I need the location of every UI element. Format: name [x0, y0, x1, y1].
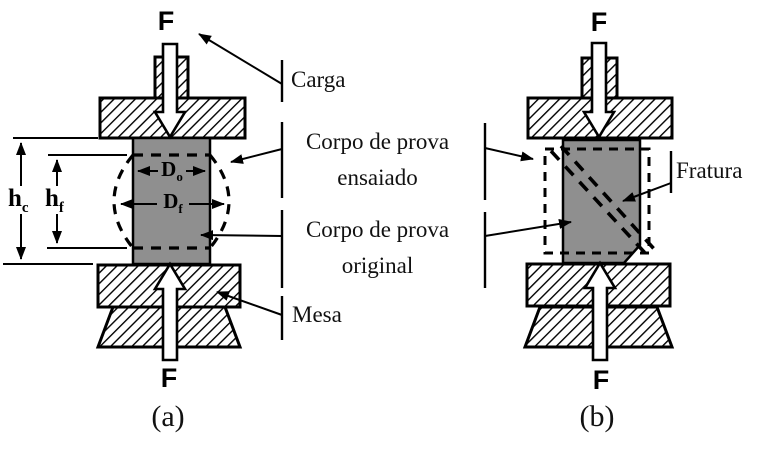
dim-label-do: Do	[161, 157, 183, 185]
label-ticks	[280, 60, 673, 340]
force-label-bottom-a: F	[160, 363, 178, 393]
force-arrow-down-a	[152, 42, 188, 140]
force-arrow-up-b	[582, 260, 618, 362]
fracture-crack	[549, 144, 657, 256]
label-corpo-ensaiado-line1: Corpo de prova	[305, 129, 450, 154]
leader-original-b	[484, 218, 572, 237]
leader-carga	[198, 33, 283, 85]
dim-label-hc: hc	[8, 185, 29, 216]
leader-ensaiado-b	[484, 147, 534, 162]
label-corpo-ensaiado-line2: ensaiado	[337, 165, 418, 190]
force-label-bottom-b: F	[592, 365, 610, 395]
force-label-top-b: F	[590, 7, 608, 37]
force-arrow-down-b	[581, 41, 617, 140]
label-fratura: Fratura	[676, 158, 743, 183]
leader-fratura	[622, 182, 672, 202]
diagram-b	[522, 41, 675, 362]
specimen-outline-dashed-b	[543, 147, 651, 255]
diagram-a	[3, 42, 247, 362]
force-arrow-up-a	[152, 261, 188, 362]
dim-label-hf: hf	[45, 185, 64, 216]
specimen-tested-barrel-a	[112, 153, 231, 250]
label-corpo-original-line1: Corpo de prova	[305, 217, 450, 242]
dim-label-df: Df	[163, 189, 183, 217]
caption-a: (a)	[151, 400, 185, 433]
leader-mesa	[216, 291, 283, 316]
dimension-lines-a	[3, 137, 225, 265]
leader-original-a	[200, 230, 283, 241]
leader-lines	[198, 33, 672, 316]
caption-b: (b)	[579, 400, 615, 433]
label-corpo-original-line2: original	[341, 253, 414, 278]
label-carga: Carga	[291, 67, 346, 92]
specimen-b	[561, 138, 642, 265]
leader-ensaiado-a	[230, 148, 283, 164]
label-mesa: Mesa	[292, 302, 342, 327]
force-label-top-a: F	[157, 6, 175, 36]
label-corpo-original: Corpo de prova original	[285, 212, 470, 284]
label-corpo-ensaiado: Corpo de prova ensaiado	[285, 124, 470, 196]
